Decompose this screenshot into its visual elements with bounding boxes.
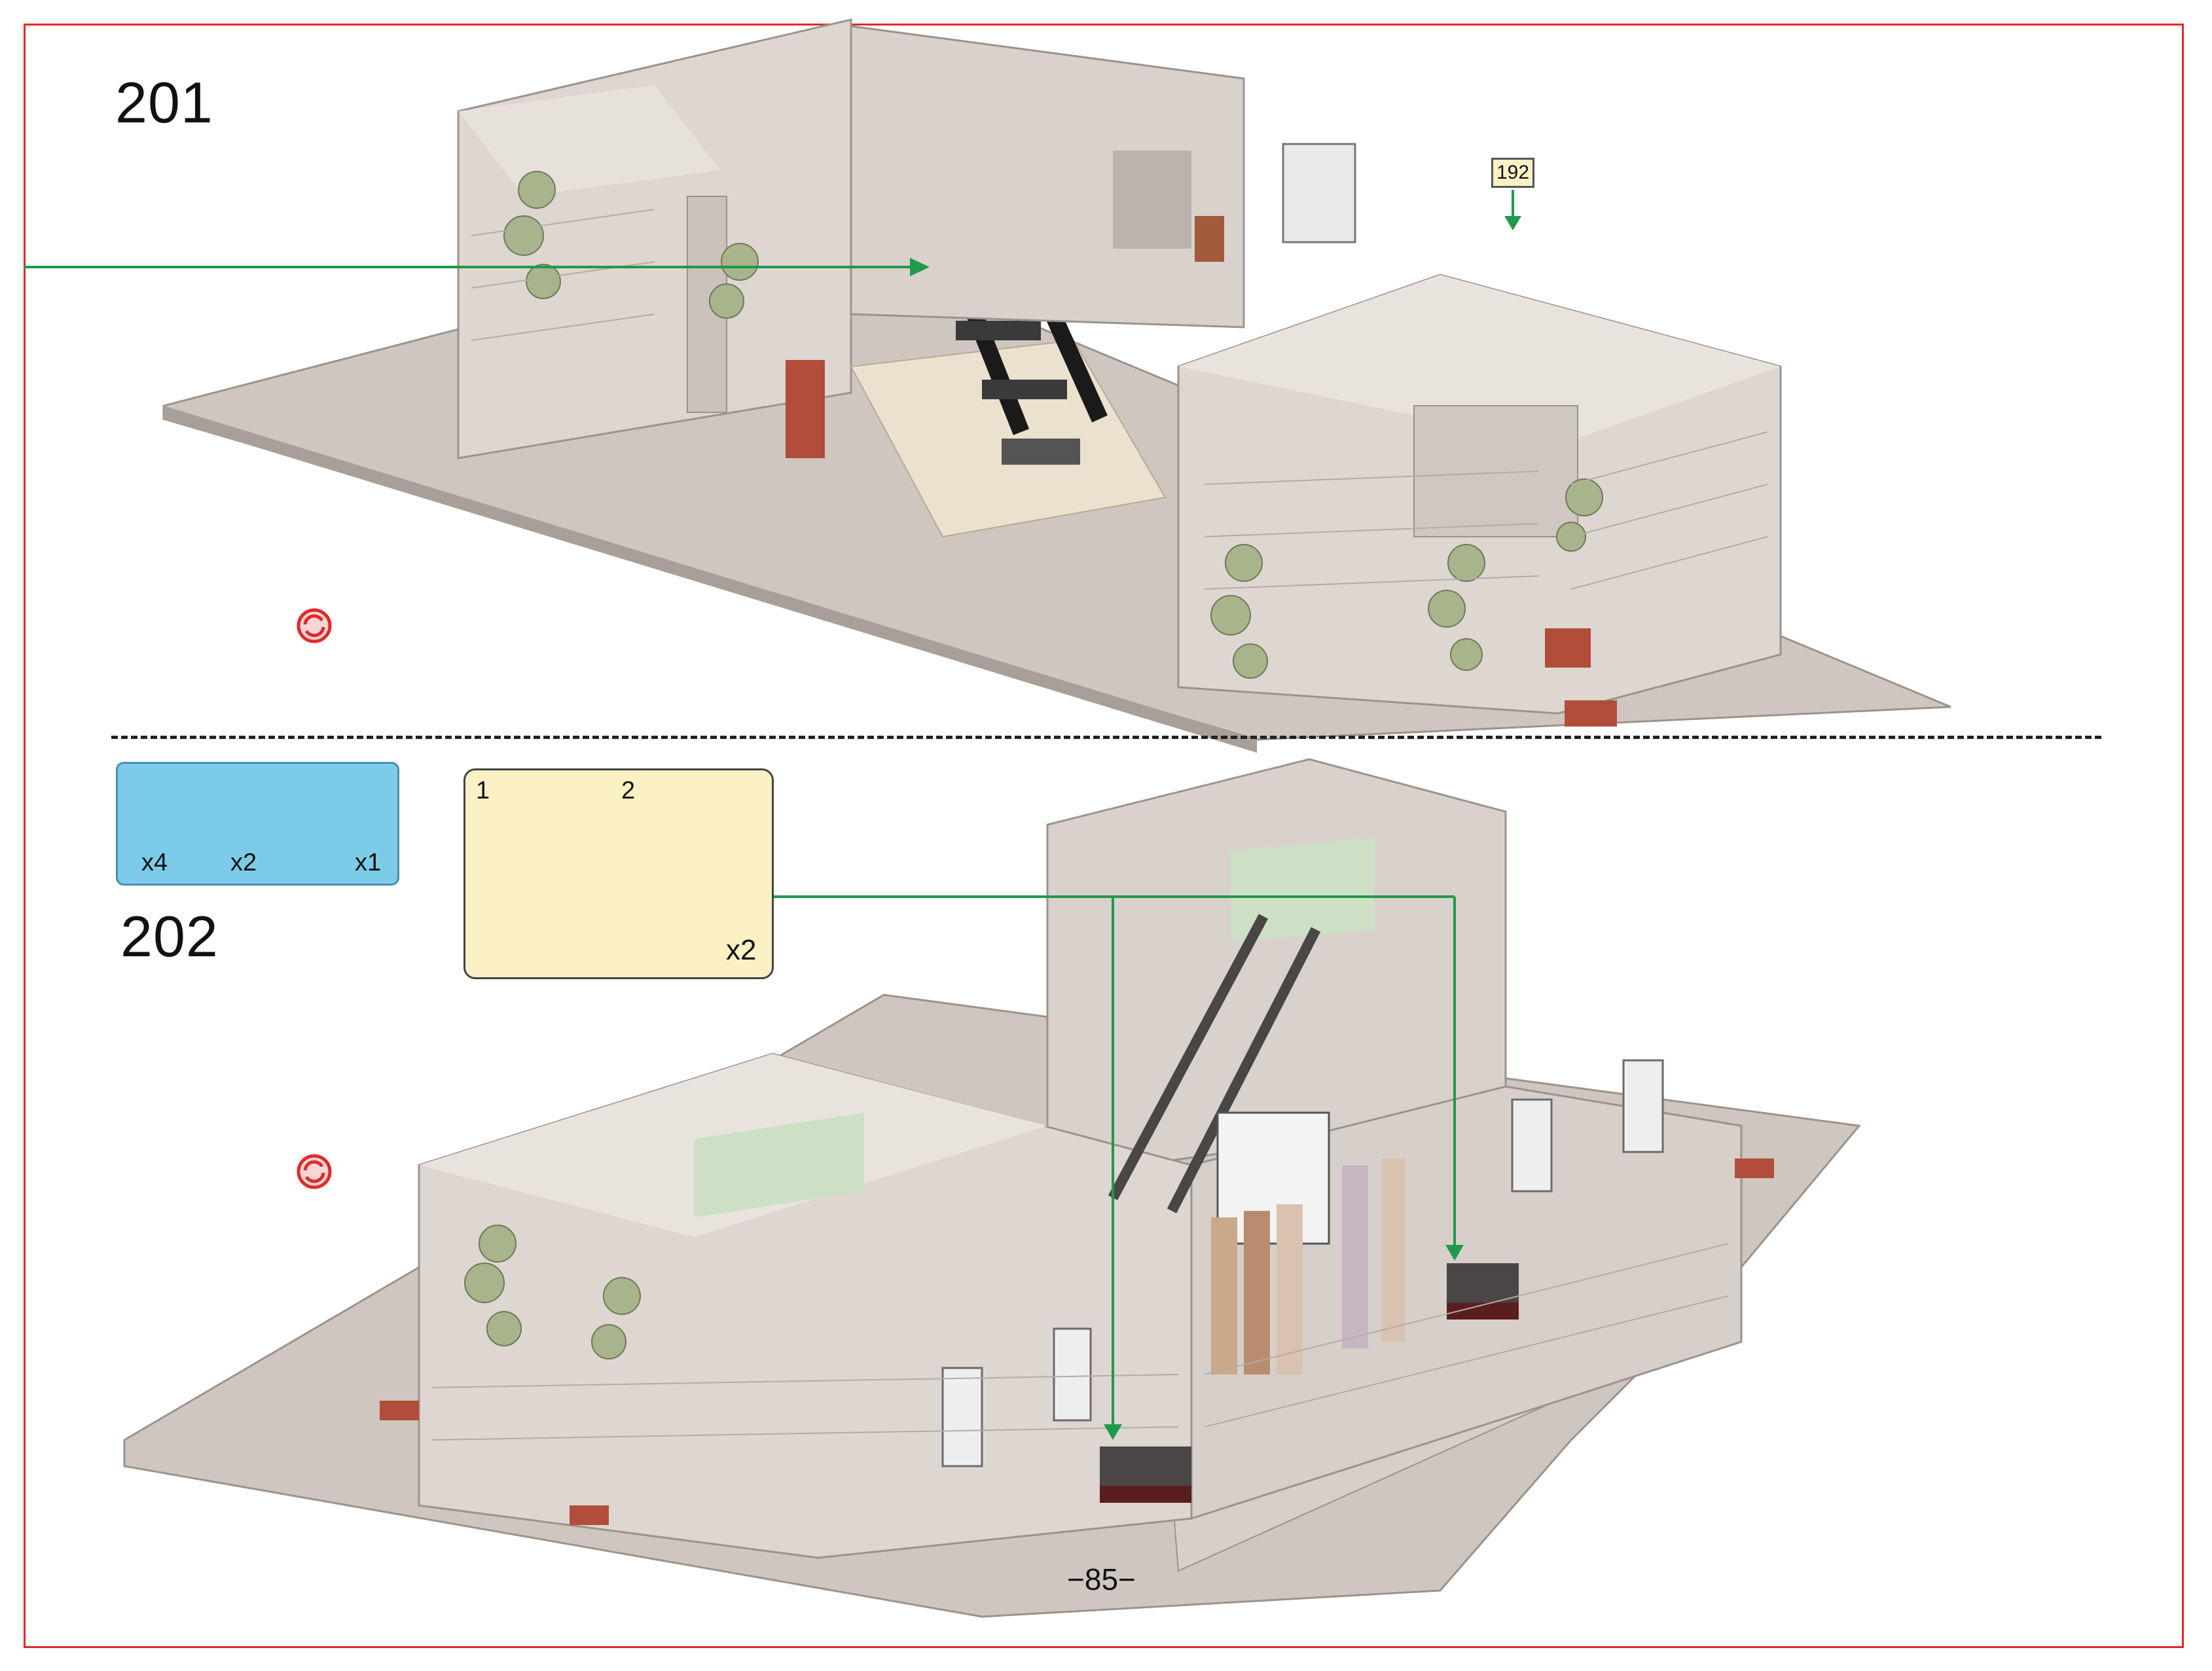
placed-brick-right [1447,1263,1519,1320]
step-number-202: 202 [120,904,219,969]
step-202-model [123,758,1861,1618]
page-frame [24,24,2184,1648]
step-divider [111,736,2101,739]
parts-list: x4 x2 x1 [116,762,399,886]
step-number-201: 201 [115,70,213,135]
rotate-icon [297,1154,332,1189]
subassembly-multiplier: x2 [726,934,757,966]
substep-1-label: 1 [476,777,490,804]
step-201-model [162,18,1951,753]
rotate-icon [297,608,332,643]
subassembly-box: 1 2 x2 [463,768,774,979]
page-number: −85− [1067,1562,1136,1596]
placed-brick-left [1100,1446,1191,1503]
substep-2-label: 2 [621,777,636,804]
arrow-icon [24,190,1521,1440]
part-qty-dark-red-plate: x4 [141,849,168,876]
part-qty-dark-grey-brick: x2 [230,849,257,876]
step-reference-callout: 192 [1491,158,1534,188]
part-qty-grey-round: x1 [355,849,382,876]
